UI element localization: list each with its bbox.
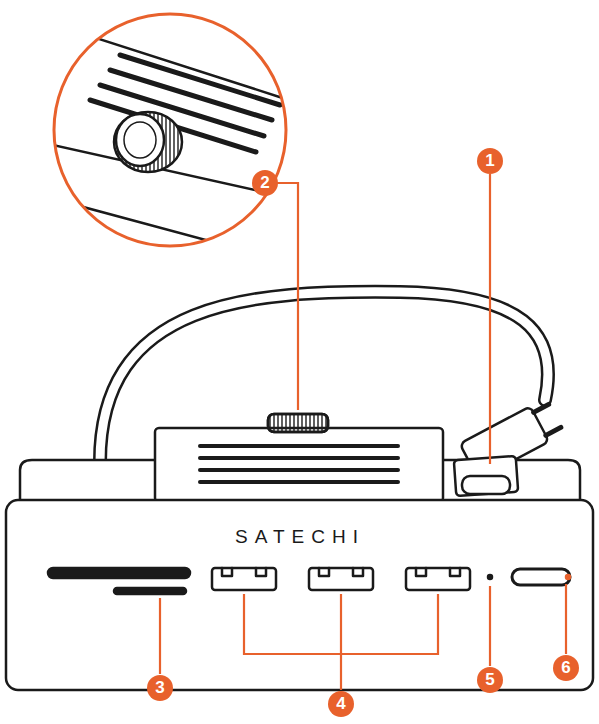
callout-number: 3 [147, 675, 173, 701]
callout-number: 1 [477, 148, 503, 174]
callout-number: 6 [553, 655, 579, 681]
callout-number: 2 [252, 170, 278, 196]
callout-number: 4 [328, 691, 354, 717]
brand-name: SATECHI [235, 526, 365, 548]
callout-number: 5 [477, 667, 503, 693]
